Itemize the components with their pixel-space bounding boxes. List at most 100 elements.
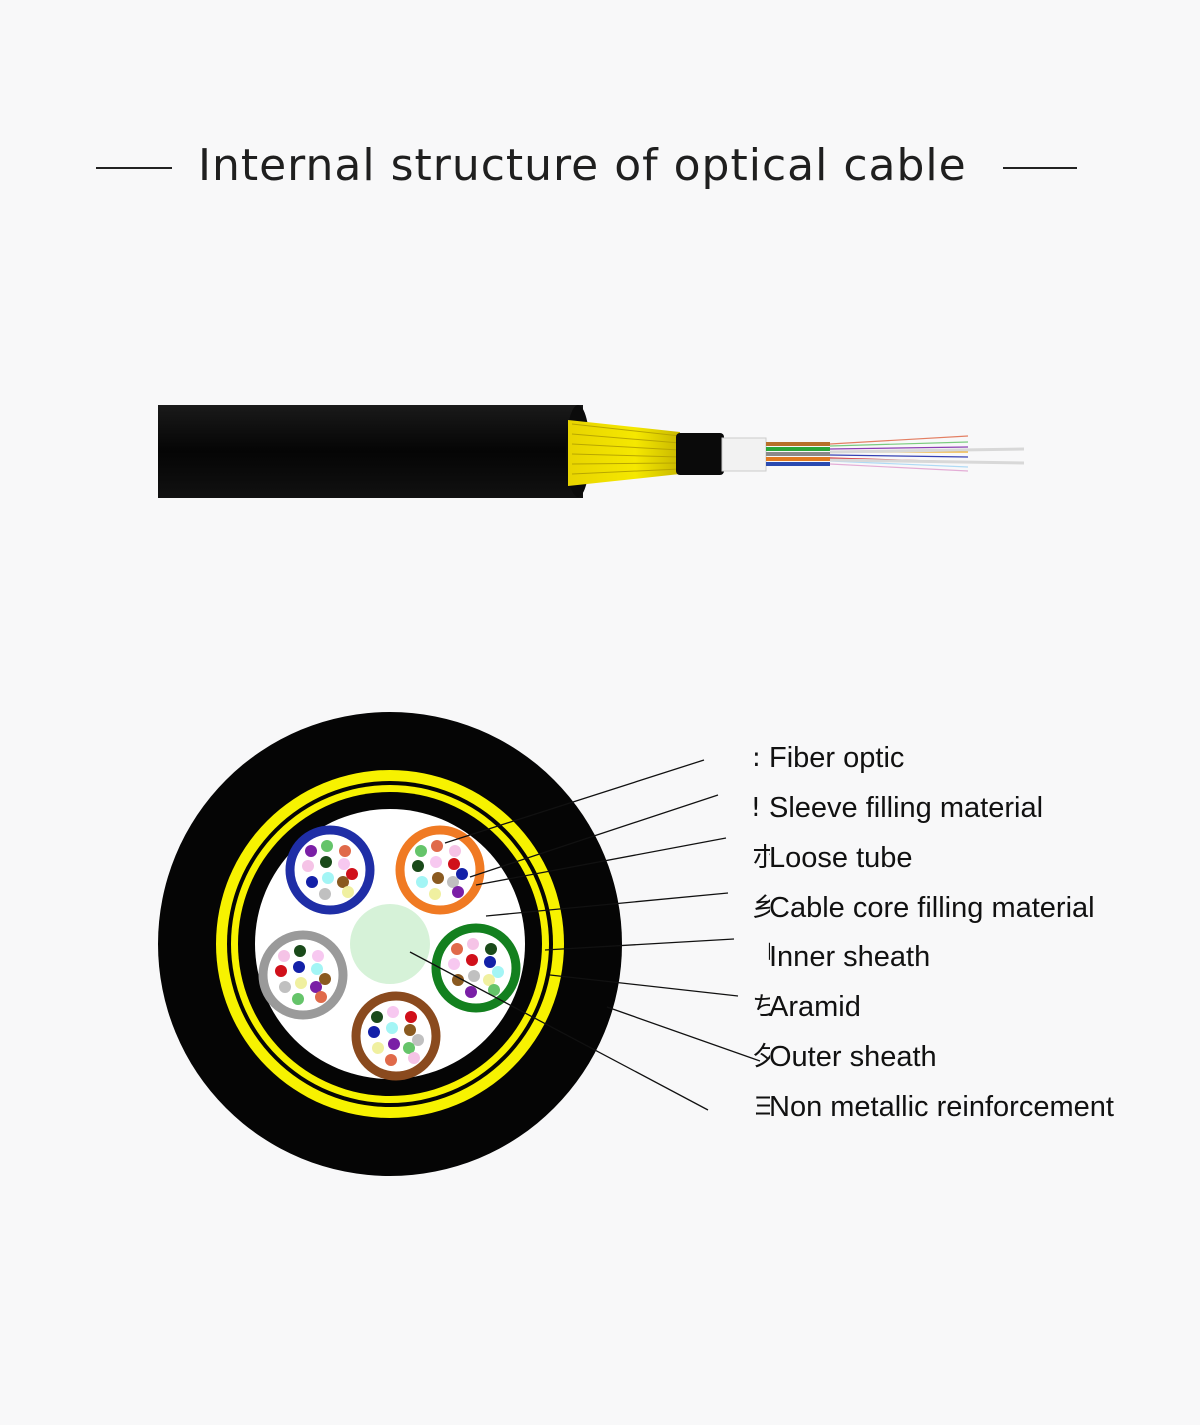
fiber	[385, 1054, 397, 1066]
fiber	[404, 1024, 416, 1036]
fiber	[448, 858, 460, 870]
fiber	[449, 845, 461, 857]
leader-outer-sheath	[606, 1006, 761, 1062]
leader-reinforcement	[409, 951, 709, 1111]
leader-loose-tube	[475, 837, 727, 886]
fiber	[346, 868, 358, 880]
fiber	[338, 858, 350, 870]
title-row: Internal structure of optical cable	[0, 138, 1200, 198]
fiber	[412, 1034, 424, 1046]
fiber	[387, 1006, 399, 1018]
legend-label-fiber-optic: Fiber optic	[769, 742, 905, 774]
fiber	[405, 1011, 417, 1023]
title-rule-left	[96, 167, 172, 169]
fiber	[452, 886, 464, 898]
fiber	[311, 963, 323, 975]
title-rule-right	[1003, 167, 1077, 169]
legend-label-aramid: Aramid	[769, 991, 861, 1023]
rip-cords	[829, 447, 1025, 465]
fiber	[416, 876, 428, 888]
fiber	[295, 977, 307, 989]
fiber	[320, 856, 332, 868]
fiber	[408, 1052, 420, 1064]
fiber	[319, 973, 331, 985]
fiber	[430, 856, 442, 868]
leader-core-filling	[485, 892, 729, 917]
fiber	[292, 993, 304, 1005]
fiber	[386, 1022, 398, 1034]
fiber	[312, 950, 324, 962]
fiber	[294, 945, 306, 957]
fiber	[342, 886, 354, 898]
legend-glyph: ち	[752, 992, 770, 1022]
fiber	[279, 981, 291, 993]
loose-tubes	[258, 825, 521, 1081]
inner-sheath-section	[676, 433, 724, 475]
legend-glyph: 乡	[752, 893, 770, 923]
cable-side-view	[158, 405, 1025, 498]
fiber	[302, 860, 314, 872]
fiber	[339, 845, 351, 857]
fiber	[465, 986, 477, 998]
fiber	[275, 965, 287, 977]
fiber	[456, 868, 468, 880]
leader-inner-sheath	[544, 938, 735, 951]
fiber	[310, 981, 322, 993]
page-title: Internal structure of optical cable	[198, 140, 967, 191]
leader-lines	[409, 759, 761, 1111]
legend-glyph: :	[752, 743, 761, 773]
fiber	[484, 956, 496, 968]
fiber	[388, 1038, 400, 1050]
leader-sleeve-filling	[469, 794, 719, 878]
legend-label-outer-sheath: Outer sheath	[769, 1041, 937, 1073]
fiber	[321, 840, 333, 852]
fiber	[431, 840, 443, 852]
leader-aramid	[549, 974, 739, 997]
fiber	[403, 1042, 415, 1054]
fiber	[429, 888, 441, 900]
leader-fiber-optic	[444, 759, 705, 844]
fiber	[293, 961, 305, 973]
legend-glyph: 「	[752, 939, 770, 975]
fiber	[322, 872, 334, 884]
fiber	[432, 872, 444, 884]
cross-section	[158, 712, 761, 1176]
legend-glyph: ヨ	[752, 1092, 770, 1122]
fiber	[306, 876, 318, 888]
fiber	[466, 954, 478, 966]
legend-glyph: 朩	[752, 843, 770, 873]
fiber	[305, 845, 317, 857]
fiber	[315, 991, 327, 1003]
fiber	[371, 1011, 383, 1023]
fiber	[278, 950, 290, 962]
legend-glyph: 夕	[752, 1042, 770, 1072]
legend-label-reinforcement: Non metallic reinforcement	[769, 1091, 1114, 1123]
fiber	[372, 1042, 384, 1054]
legend-label-inner-sheath: Inner sheath	[769, 941, 931, 973]
fiber	[448, 958, 460, 970]
fiber	[467, 938, 479, 950]
fiber	[488, 984, 500, 996]
fiber	[452, 974, 464, 986]
legend-glyph: ǃ	[752, 793, 760, 823]
aramid-yarn-strands	[571, 423, 681, 475]
legend-label-core-filling: Cable core filling material	[769, 892, 1095, 924]
loose-tubes-side	[766, 442, 830, 466]
fiber	[468, 970, 480, 982]
fiber	[485, 943, 497, 955]
fiber	[483, 974, 495, 986]
fiber	[492, 966, 504, 978]
legend-label-sleeve-filling: Sleeve filling material	[769, 792, 1044, 824]
fiber	[319, 888, 331, 900]
center-member	[350, 904, 430, 984]
core-wrap-section	[721, 437, 767, 472]
legend-label-loose-tube: Loose tube	[769, 842, 913, 874]
fiber	[412, 860, 424, 872]
fiber	[415, 845, 427, 857]
fiber	[447, 876, 459, 888]
fiber	[368, 1026, 380, 1038]
fiber	[337, 876, 349, 888]
fiber	[451, 943, 463, 955]
